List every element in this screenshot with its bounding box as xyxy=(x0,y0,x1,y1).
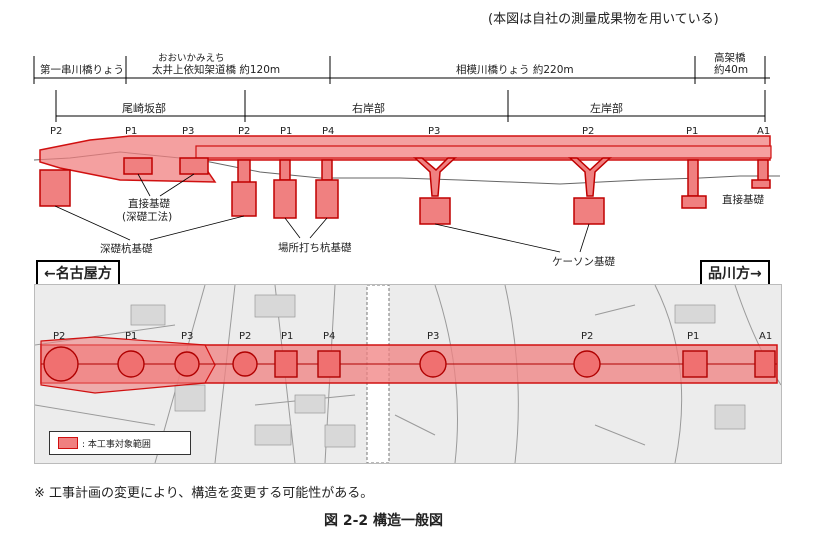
pier-label-top: P2 xyxy=(50,126,63,137)
map-base xyxy=(35,285,781,463)
pier-label-plan: P1 xyxy=(281,331,294,342)
foundation-cast-pile: 場所打ち杭基礎 xyxy=(278,242,352,254)
pier-label-plan: P2 xyxy=(581,331,594,342)
foundation-caisson: ケーソン基礎 xyxy=(552,256,615,268)
pier-label-plan: P3 xyxy=(181,331,194,342)
pier-label-top: A1 xyxy=(757,126,771,137)
footnote: ※ 工事計画の変更により、構造を変更する可能性がある。 xyxy=(34,486,374,501)
pier-label-top: P3 xyxy=(182,126,195,137)
label-dai-ichi: 第一串川橋りょう xyxy=(40,64,124,76)
pier-label-top: P4 xyxy=(322,126,335,137)
foundation-deep-pile: 深礎杭基礎 xyxy=(100,243,153,255)
pier-label-top: P1 xyxy=(686,126,699,137)
pier-label-plan: P1 xyxy=(125,331,138,342)
source-note: (本図は自社の測量成果物を用いている) xyxy=(488,12,719,27)
label-ooikami-kana: おおいかみえち xyxy=(158,53,225,64)
pier-label-plan: P4 xyxy=(323,331,336,342)
pier-label-top: P2 xyxy=(238,126,251,137)
legend-box: : 本工事対象範囲 xyxy=(49,431,191,455)
pier-label-top: P1 xyxy=(125,126,138,137)
section-ozaki: 尾崎坂部 xyxy=(122,102,166,115)
section-sagan: 左岸部 xyxy=(590,102,623,115)
label-ooikami: 太井上依知架道橋 約120m xyxy=(152,64,281,76)
foundation-direct-deep-sub: (深礎工法) xyxy=(122,211,173,223)
direction-shinagawa: 品川方→ xyxy=(700,260,770,286)
pier-label-plan: P1 xyxy=(687,331,700,342)
pier-label-plan: A1 xyxy=(759,331,773,342)
plan-map: P2 P1 P3 P2 P1 P4 P3 P2 P1 A1 : 本工事対象範囲 xyxy=(34,284,782,464)
label-sagamigawa: 相模川橋りょう 約220m xyxy=(456,64,574,76)
pier-label-plan: P2 xyxy=(239,331,252,342)
direction-nagoya: ←名古屋方 xyxy=(36,260,120,286)
pier-label-top: P2 xyxy=(582,126,595,137)
label-koukakyo: 高架橋 xyxy=(714,52,746,64)
section-ugan: 右岸部 xyxy=(352,102,385,115)
legend-label: : 本工事対象範囲 xyxy=(82,439,151,450)
foundation-direct: 直接基礎 xyxy=(722,194,764,206)
pier-label-top: P3 xyxy=(428,126,441,137)
legend-swatch xyxy=(58,437,78,449)
pier-label-top: P1 xyxy=(280,126,293,137)
foundation-direct-deep: 直接基礎 xyxy=(128,198,170,210)
pier-label-plan: P3 xyxy=(427,331,440,342)
pier-label-plan: P2 xyxy=(53,331,66,342)
label-koukakyo-length: 約40m xyxy=(714,64,749,76)
figure-caption: 図 2-2 構造一般図 xyxy=(324,513,444,529)
